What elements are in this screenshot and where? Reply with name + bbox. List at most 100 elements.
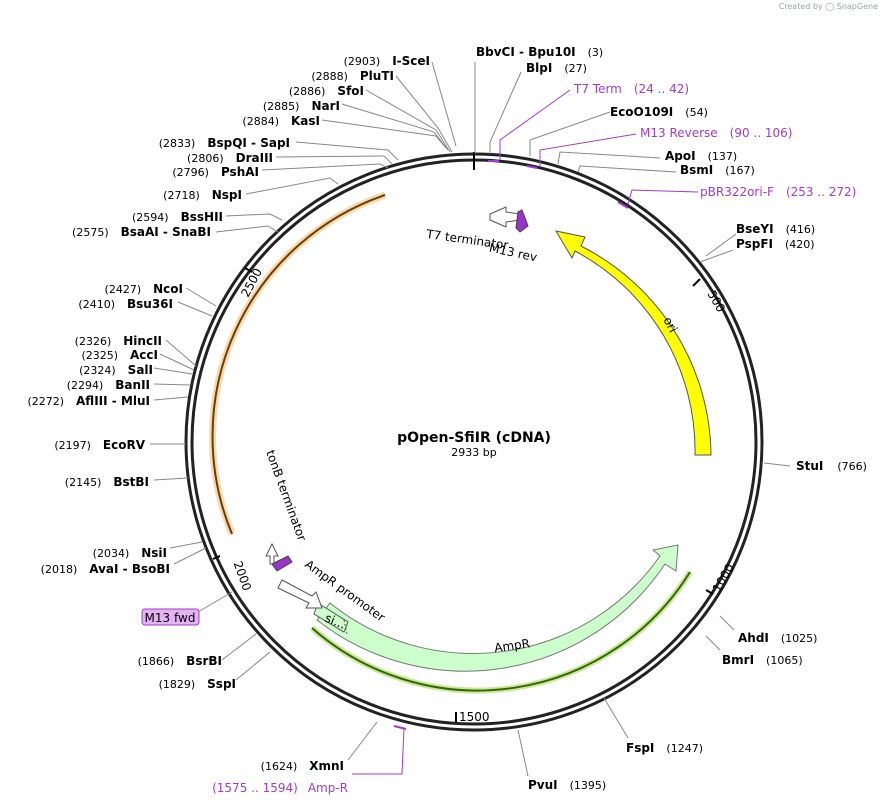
primer-marks [393, 160, 629, 730]
enzyme-labels[interactable]: BbvCI - Bpu10I(3) BlpI(27) EcoO109I(54) … [27, 45, 867, 792]
enzyme-label[interactable]: (2718)NspI [163, 188, 242, 202]
enzyme-label[interactable]: (1866)BsrBI [138, 654, 222, 668]
enzyme-label[interactable]: (1829)SspI [159, 677, 236, 691]
ori-arrow [554, 230, 712, 456]
enzyme-label[interactable]: (2888)PluTI [311, 69, 394, 83]
enzyme-label[interactable]: (2427)NcoI [105, 282, 183, 296]
leader-line [173, 547, 207, 565]
enzyme-label[interactable]: (2294)BanII [67, 378, 150, 392]
enzyme-label[interactable]: (2272)AflIII - MluI [27, 394, 150, 408]
primer-label[interactable]: pBR322ori-F(253 .. 272) [700, 185, 856, 199]
feature-ori[interactable]: ori [554, 230, 712, 456]
tonb-terminator-icon [265, 542, 279, 565]
leader-line [177, 301, 213, 317]
enzyme-label[interactable]: BmrI(1065) [722, 653, 803, 667]
enzyme-label[interactable]: (2796)PshAI [172, 165, 259, 179]
primer-leader-lines [352, 89, 699, 775]
primer-leader [627, 189, 699, 205]
enzyme-label[interactable]: (2806)DraIII [187, 151, 273, 165]
leader-line [165, 339, 197, 367]
primer-labels[interactable]: T7 Term(24 .. 42) M13 Reverse(90 .. 106)… [141, 82, 856, 795]
enzyme-label[interactable]: (2324)SalI [79, 363, 153, 377]
leader-line [347, 721, 378, 761]
primer-mark [393, 725, 407, 730]
leader-line [719, 615, 735, 631]
leader-line [153, 396, 189, 401]
leader-line [295, 141, 399, 161]
orange-arc-line [211, 194, 386, 535]
leader-line [235, 651, 271, 681]
m13-fwd-site [271, 555, 293, 572]
plasmid-size: 2933 bp [451, 446, 496, 459]
enzyme-label[interactable]: (2410)Bsu36I [78, 297, 173, 311]
enzyme-label[interactable]: BseYI(416) [736, 222, 815, 236]
leader-line [153, 367, 193, 375]
feature-ampr[interactable]: AmpR si... [310, 544, 693, 694]
enzyme-label[interactable]: ApoI(137) [665, 149, 737, 163]
enzyme-label[interactable]: (2885)NarI [263, 99, 340, 113]
ruler-tick [212, 555, 221, 560]
feature-orange-arc[interactable] [209, 191, 387, 536]
leader-line [245, 177, 339, 195]
ampr-label: AmpR [493, 636, 530, 655]
leader-line [705, 233, 737, 257]
primer-leader [352, 727, 405, 775]
enzyme-label[interactable]: (2833)BspQI - SapI [159, 136, 290, 150]
leader-line [215, 225, 279, 233]
ori-label: ori [661, 315, 681, 335]
leader-line [603, 697, 629, 739]
enzyme-label[interactable]: (2326)HincII [75, 334, 162, 348]
snapgene-credit: Created by ◯ SnapGene [779, 2, 878, 11]
ampr-promoter-arrow [277, 579, 323, 609]
m13-rev-label: M13 rev [488, 241, 538, 265]
enzyme-label[interactable]: (2197)EcoRV [54, 438, 145, 452]
primer-leader [539, 133, 637, 166]
snapgene-logo-icon: ◯ [825, 2, 835, 11]
primer-mark [526, 165, 538, 169]
enzyme-label[interactable]: (2018)AvaI - BsoBI [41, 562, 170, 576]
ruler-label-1000: 1000 [710, 561, 737, 594]
enzyme-label[interactable]: (2594)BssHII [132, 210, 223, 224]
ruler-tick [692, 278, 701, 287]
primer-label[interactable]: T7 Term(24 .. 42) [573, 82, 689, 96]
enzyme-label[interactable]: FspI(1247) [626, 741, 703, 755]
enzyme-label[interactable]: (2884)KasI [242, 114, 320, 128]
enzyme-label[interactable]: (2325)AccI [81, 348, 158, 362]
primer-label[interactable]: M13 Reverse(90 .. 106) [640, 126, 792, 140]
ruler-tick [244, 267, 253, 273]
enzyme-label[interactable]: BlpI(27) [526, 61, 587, 75]
primer-leader [499, 89, 571, 160]
enzyme-leader-lines [150, 61, 791, 777]
leader-line [431, 61, 457, 147]
enzyme-label[interactable]: (2886)SfoI [289, 84, 364, 98]
signal-sequence [313, 602, 349, 633]
enzyme-label[interactable]: (2145)BstBI [65, 475, 149, 489]
leader-line [341, 103, 449, 151]
enzyme-label[interactable]: (1624)XmnI [261, 759, 344, 773]
enzyme-label[interactable]: BbvCI - Bpu10I(3) [476, 45, 603, 59]
m13-fwd-leader [197, 591, 233, 613]
plasmid-name: pOpen-SfiIR (cDNA) [397, 430, 551, 446]
leader-line [395, 75, 453, 153]
leader-line [159, 353, 195, 371]
enzyme-label[interactable]: EcoO109I(54) [610, 105, 708, 119]
leader-line [221, 633, 257, 661]
enzyme-label[interactable]: PvuI(1395) [528, 778, 606, 792]
snapgene-app-name: SnapGene [836, 2, 878, 11]
enzyme-label[interactable]: StuI(766) [796, 459, 867, 473]
enzyme-label[interactable]: BsmI(167) [680, 163, 755, 177]
feature-tonb-terminator[interactable]: tonB terminator [263, 448, 309, 565]
leader-line [705, 635, 721, 651]
enzyme-label[interactable]: AhdI(1025) [738, 631, 817, 645]
leader-line [225, 213, 283, 221]
enzyme-label[interactable]: (2903)I-SceI [344, 54, 430, 68]
enzyme-label[interactable]: (2034)NsiI [93, 546, 167, 560]
enzyme-label[interactable]: (2575)BsaAI - SnaBI [72, 225, 211, 239]
primer-label[interactable]: (1575 .. 1594)Amp-R [212, 781, 348, 795]
ruler-label-1500: 1500 [459, 710, 490, 724]
enzyme-label[interactable]: PspFI(420) [736, 237, 815, 251]
m13-fwd-label[interactable]: M13 fwd [145, 611, 196, 625]
primer-mark [617, 201, 629, 209]
leader-line [517, 729, 529, 777]
